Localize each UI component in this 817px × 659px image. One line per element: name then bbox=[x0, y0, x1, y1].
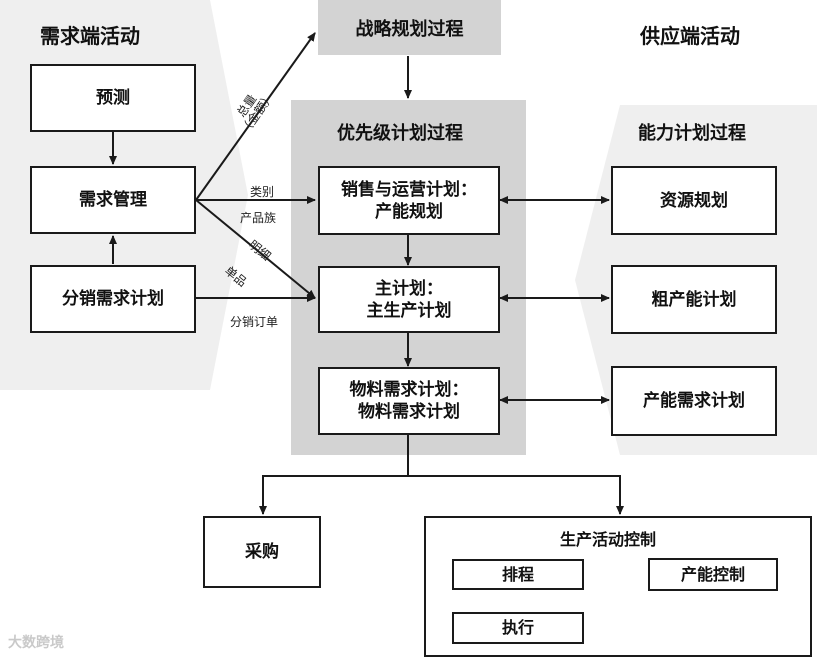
capacity-control-label: 产能控制 bbox=[680, 564, 745, 584]
mps-box: 主计划： 主生产计划 bbox=[318, 266, 500, 333]
scheduling-box: 排程 bbox=[452, 559, 584, 590]
supply-side-heading: 供应端活动 bbox=[640, 24, 740, 48]
edge-label-product-family: 产品族 bbox=[240, 211, 277, 225]
production-control-title: 生产活动控制 bbox=[560, 530, 657, 549]
mps-line2: 主生产计划 bbox=[366, 300, 452, 321]
demand-management-label: 需求管理 bbox=[79, 190, 147, 210]
crp-box: 产能需求计划 bbox=[611, 366, 777, 436]
sop-box: 销售与运营计划： 产能规划 bbox=[318, 166, 500, 235]
purchasing-box: 采购 bbox=[203, 516, 321, 588]
sop-line2: 产能规划 bbox=[375, 201, 443, 222]
forecast-label: 预测 bbox=[96, 88, 130, 108]
crp-label: 产能需求计划 bbox=[643, 391, 745, 411]
sop-line1: 销售与运营计划： bbox=[341, 179, 477, 200]
mps-line1: 主计划： bbox=[375, 278, 443, 299]
mrp-line2: 物料需求计划 bbox=[358, 402, 460, 422]
arrow-demand-strategic bbox=[195, 32, 316, 201]
capacity-planning-heading: 能力计划过程 bbox=[638, 123, 746, 144]
strategic-planning-label: 战略规划过程 bbox=[355, 18, 464, 40]
distribution-planning-label: 分销需求计划 bbox=[62, 289, 164, 309]
mrp-line1: 物料需求计划： bbox=[349, 380, 469, 400]
resource-planning-box: 资源规划 bbox=[611, 166, 777, 235]
resource-planning-label: 资源规划 bbox=[660, 190, 728, 211]
mrp-box: 物料需求计划： 物料需求计划 bbox=[318, 367, 500, 435]
demand-side-heading: 需求端活动 bbox=[40, 24, 140, 48]
rough-cut-label: 粗产能计划 bbox=[651, 289, 737, 310]
priority-planning-heading: 优先级计划过程 bbox=[337, 123, 463, 144]
arrow-demand-mps bbox=[195, 199, 316, 299]
demand-management-box: 需求管理 bbox=[30, 166, 196, 234]
execute-box: 执行 bbox=[452, 612, 584, 644]
execute-label: 执行 bbox=[501, 618, 534, 637]
distribution-planning-box: 分销需求计划 bbox=[30, 265, 196, 333]
strategic-planning-box: 战略规划过程 bbox=[318, 0, 501, 55]
arrow-split-production bbox=[408, 475, 624, 515]
watermark: 大数跨境 bbox=[8, 635, 64, 651]
edge-label-category: 类别 bbox=[250, 185, 275, 199]
capacity-control-box: 产能控制 bbox=[648, 558, 778, 591]
arrow-split-purchase bbox=[259, 475, 408, 515]
scheduling-label: 排程 bbox=[501, 564, 534, 584]
edge-label-distribution-orders: 分销订单 bbox=[230, 315, 279, 329]
purchasing-label: 采购 bbox=[245, 542, 279, 562]
forecast-box: 预测 bbox=[30, 64, 196, 132]
rough-cut-box: 粗产能计划 bbox=[611, 265, 777, 334]
